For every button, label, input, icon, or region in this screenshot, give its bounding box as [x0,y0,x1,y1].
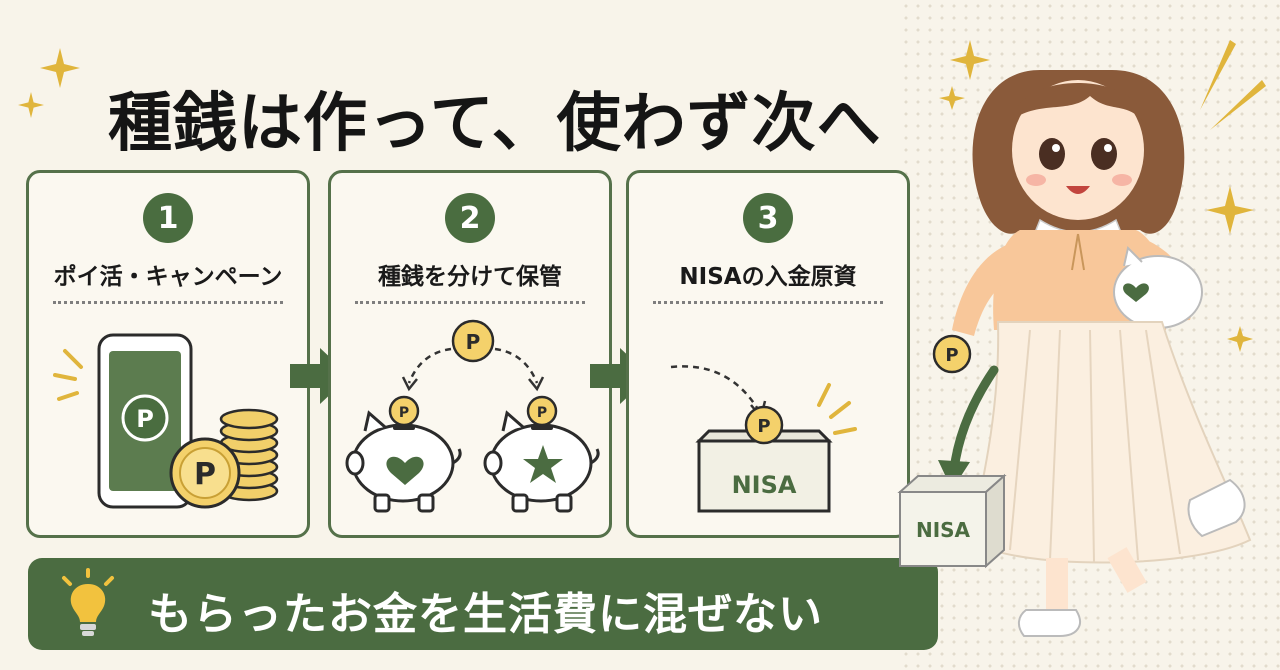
burst-icon [53,349,83,401]
nisa-box-icon [697,439,831,513]
coin-mark: P [136,405,154,433]
nisa-box-icon: NISA [897,473,1007,569]
tip-banner: もらったお金を生活費に混ぜない [28,558,938,650]
piggy-bank-heart-icon [1113,246,1203,329]
banner-text: もらったお金を生活費に混ぜない [148,589,823,640]
girl-character-illustration: P NISA [897,40,1266,637]
coin-mark: P [945,345,958,366]
piggy-banks-illustration: P P P [345,319,600,513]
coin-mark: P [757,416,770,437]
shoe-icon [1018,609,1081,637]
coin-mark: P [399,405,409,421]
sparkle-icon [939,86,965,110]
step-number: 3 [743,193,793,243]
piggy-bank-heart-icon: P [345,395,462,513]
phone-coins-illustration: P P [53,333,279,509]
step-number: 2 [445,193,495,243]
coin-icon [744,405,784,445]
sparkle-icon [18,92,44,118]
dashed-arrow-icon [494,347,539,384]
coin-mark: P [466,330,481,354]
dashed-arrow-icon [670,365,761,412]
piggy-bank-star-icon: P [483,395,600,513]
burst-icon [817,383,857,435]
coin-mark: P [537,405,547,421]
sparkle-icon [1227,326,1253,352]
lightbulb-icon [62,568,114,636]
sparkle-icon [950,40,990,80]
step-title: NISAの入金原資 [679,264,857,290]
step-card-1: 1 ポイ活・キャンペーン P P [26,170,310,538]
step-title: 種銭を分けて保管 [378,264,562,290]
page-title: 種銭は作って、使わず次へ [108,87,882,161]
step-card-2: 2 種銭を分けて保管 P P [328,170,612,538]
burst-icon [1200,40,1266,130]
divider [653,301,883,304]
sparkle-icon [40,48,80,88]
step-title: ポイ活・キャンペーン [53,264,283,290]
coin-mark: P [194,457,216,492]
step-number: 1 [143,193,193,243]
box-label: NISA [916,518,971,542]
nisa-box-illustration: P NISA [670,365,857,513]
divider [355,301,585,304]
sparkle-icon [1206,186,1254,234]
coin-icon [451,319,495,363]
point-coin-icon [121,394,169,442]
step-card-3: 3 NISAの入金原資 P NISA [626,170,910,538]
coin-icon [932,334,972,374]
arrow-down-icon [949,365,999,475]
box-label: NISA [732,471,797,499]
shoe-icon [1187,478,1246,538]
dashed-arrow-icon [407,347,452,384]
divider [53,301,283,304]
